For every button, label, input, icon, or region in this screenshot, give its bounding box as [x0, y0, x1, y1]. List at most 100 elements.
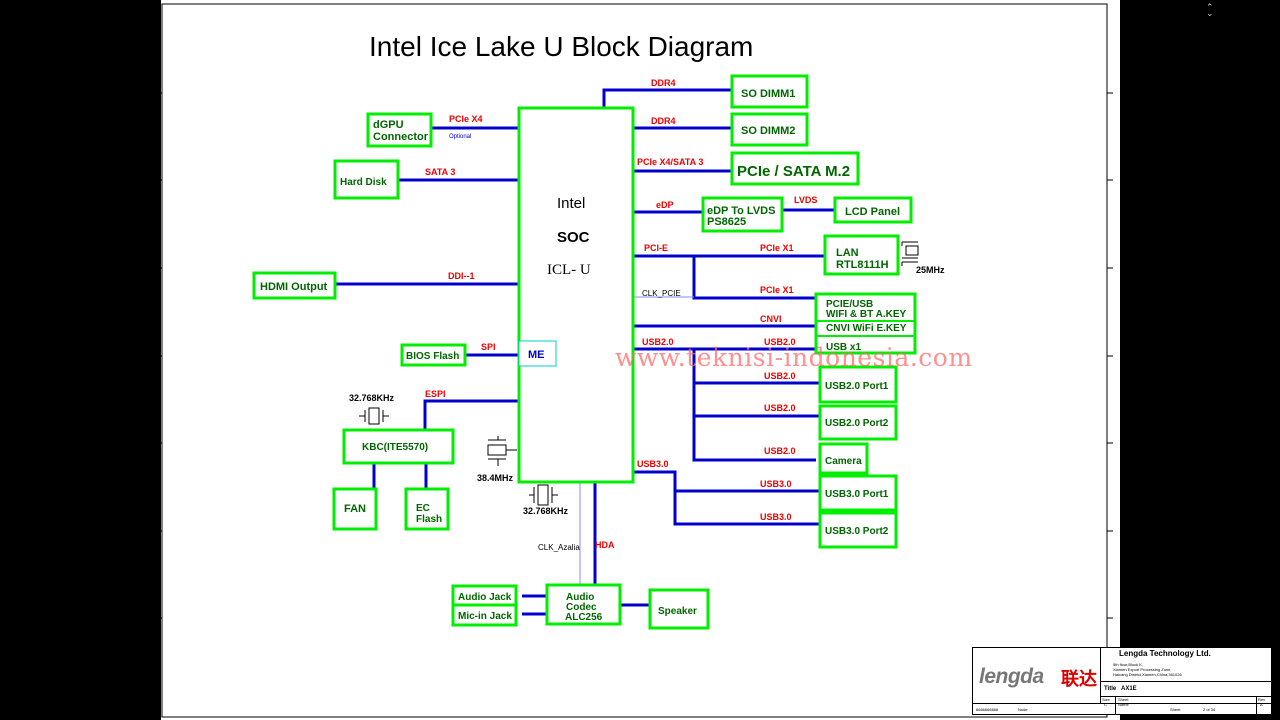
pcie-sata-m2-box: [730, 151, 860, 186]
usb2-port2-label: USB2.0 Port2: [825, 418, 889, 429]
soc-label-soc: SOC: [557, 229, 590, 246]
company-logo: lengda 联达: [973, 648, 1101, 703]
wifi-a-key-label-1: PCIE/USB: [826, 299, 873, 310]
block-diagram: Intel Ice Lake U Block Diagram: [161, 3, 1113, 718]
node-label: Node: [1018, 707, 1028, 712]
window-control-up-icon[interactable]: ⌃: [1206, 3, 1214, 13]
tb-rule-2: [1100, 696, 1271, 697]
crystal-soc-38mhz-label: 38.4MHz: [477, 473, 514, 483]
tb-rule-1: [1100, 681, 1271, 682]
usb2-port2-box: [818, 404, 898, 441]
bus-pcie-x4-label: PCIe X4: [449, 114, 483, 124]
soc-block: [517, 106, 635, 484]
bus-usb30-main-label: USB3.0: [637, 459, 669, 469]
bus-pci-e-wifi-line: [692, 256, 816, 300]
company-name: Lengda Technology Ltd.: [1119, 649, 1211, 658]
bus-ddi-label: DDI--1: [448, 271, 475, 281]
camera-label: Camera: [825, 456, 862, 467]
bus-ddr4-2-label: DDR4: [651, 116, 676, 126]
edp-lvds-box: [701, 196, 784, 233]
usb3-port1-label: USB3.0 Port1: [825, 489, 889, 500]
bus-espi-label: ESPI: [425, 389, 446, 399]
bus-clk-azalia-label: CLK_Azalia: [538, 543, 580, 552]
size-value: C: [1104, 702, 1107, 707]
crystal-soc-32khz-icon: [529, 484, 558, 506]
block-labels: SO DIMM1 SO DIMM2 PCIe / SATA M.2 dGPU C…: [260, 88, 907, 623]
bus-edp-label: eDP: [656, 200, 674, 210]
bus-usb30-port2-label: USB3.0: [760, 512, 792, 522]
dgpu-connector-box: [366, 112, 433, 148]
speaker-label: Speaker: [658, 606, 697, 617]
ec-flash-label-1: EC: [416, 503, 430, 514]
bus-usb30-port1-label: USB3.0: [760, 479, 792, 489]
crystal-kbc-label: 32.768KHz: [349, 393, 395, 403]
logo-wordmark: lengda: [979, 665, 1044, 688]
rev-value: A: [1260, 702, 1263, 707]
wifi-module-box: [814, 292, 917, 355]
bus-usb20-usbx1-label: USB2.0: [764, 337, 796, 347]
bus-ddr4-1-label: DDR4: [651, 78, 676, 88]
bus-usb20-port1-label: USB2.0: [764, 371, 796, 381]
usb3-port2-box: [818, 511, 898, 549]
bus-espi-line: [423, 399, 519, 430]
title-value: AX1E: [1121, 686, 1137, 692]
bus-usb30-trunk-line: [633, 470, 820, 526]
bus-pcie-x1-lan-label: PCIe X1: [760, 243, 794, 253]
mic-in-jack-label: Mic-in Jack: [458, 611, 512, 622]
title-label: Title: [1104, 686, 1117, 692]
speaker-box: [648, 588, 710, 630]
so-dimm2-box: [730, 112, 809, 147]
block-boxes: [252, 74, 917, 630]
tb-col-1: [1115, 696, 1116, 714]
lcd-panel-box: [833, 196, 913, 224]
audio-codec-label-1: Audio: [566, 592, 594, 603]
name-label: Name: [1118, 702, 1129, 707]
title-block: lengda 联达 Lengda Technology Ltd. 5th flo…: [972, 647, 1272, 715]
dgpu-label-2: Connector: [373, 131, 429, 143]
audio-codec-label-2: Codec: [566, 602, 597, 613]
bus-usb20-trunk-line: [692, 349, 816, 462]
bus-usb20-port2-label: USB2.0: [764, 403, 796, 413]
window-control-down-icon[interactable]: ⌄: [1206, 9, 1214, 19]
tb-rule-3: [973, 703, 1271, 704]
diagram-title: Intel Ice Lake U Block Diagram: [369, 31, 753, 62]
bus-pcie-sata-label: PCIe X4/SATA 3: [637, 157, 703, 167]
frame-ticks: [161, 92, 1113, 619]
crystal-lan-label: 25MHz: [916, 265, 945, 275]
soc-label-icl: ICL- U: [547, 262, 591, 278]
size-label: Size: [1102, 697, 1110, 702]
usb2-port1-label: USB2.0 Port1: [825, 381, 889, 392]
bus-usb20-camera-label: USB2.0: [764, 446, 796, 456]
bus-lines: [335, 88, 835, 616]
pcie-sata-m2-label: PCIe / SATA M.2: [737, 163, 850, 180]
schematic-sheet: Intel Ice Lake U Block Diagram: [161, 0, 1272, 720]
ec-flash-label-2: Flash: [416, 514, 442, 525]
bus-pci-e-label: PCI-E: [644, 243, 668, 253]
crystal-labels: 25MHz 32.768KHz 38.4MHz 32.768KHz: [349, 265, 945, 516]
edp-lvds-label-1: eDP To LVDS: [707, 205, 775, 217]
audio-codec-box: [545, 583, 622, 626]
bus-hda-label: HDA: [595, 540, 615, 550]
sheet-label: Sheet: [1118, 697, 1129, 702]
crystal-lan-icon: [901, 241, 919, 266]
bios-flash-box: [400, 343, 467, 367]
aux-lines: [579, 296, 694, 585]
kbc-label: KBC(ITE5570): [362, 442, 428, 453]
hard-disk-label: Hard Disk: [340, 177, 387, 188]
crystal-kbc-icon: [359, 407, 389, 425]
bus-labels: DDR4 DDR4 PCIe X4 Optional SATA 3 PCIe X…: [425, 78, 817, 552]
sheet-label-2: Sheet: [1170, 707, 1181, 712]
dgpu-label-1: dGPU: [373, 119, 404, 131]
address-line-1: 5th floor,Block K,: [1113, 662, 1144, 667]
address-line-2: Xiamen Export Processing Zone,: [1113, 667, 1172, 672]
audio-jack-label: Audio Jack: [458, 592, 512, 603]
hard-disk-box: [333, 159, 400, 200]
logo-chinese: 联达: [1061, 669, 1097, 689]
crystal-soc-32khz-label: 32.768KHz: [523, 506, 569, 516]
fan-label: FAN: [344, 503, 366, 515]
address-line-3: Haicang District,Xiamen,China,361026: [1113, 672, 1182, 677]
bus-sata3-label: SATA 3: [425, 167, 455, 177]
sheet-frame: [161, 3, 1108, 718]
so-dimm1-box: [730, 74, 809, 109]
edp-lvds-label-2: PS8625: [707, 216, 746, 228]
